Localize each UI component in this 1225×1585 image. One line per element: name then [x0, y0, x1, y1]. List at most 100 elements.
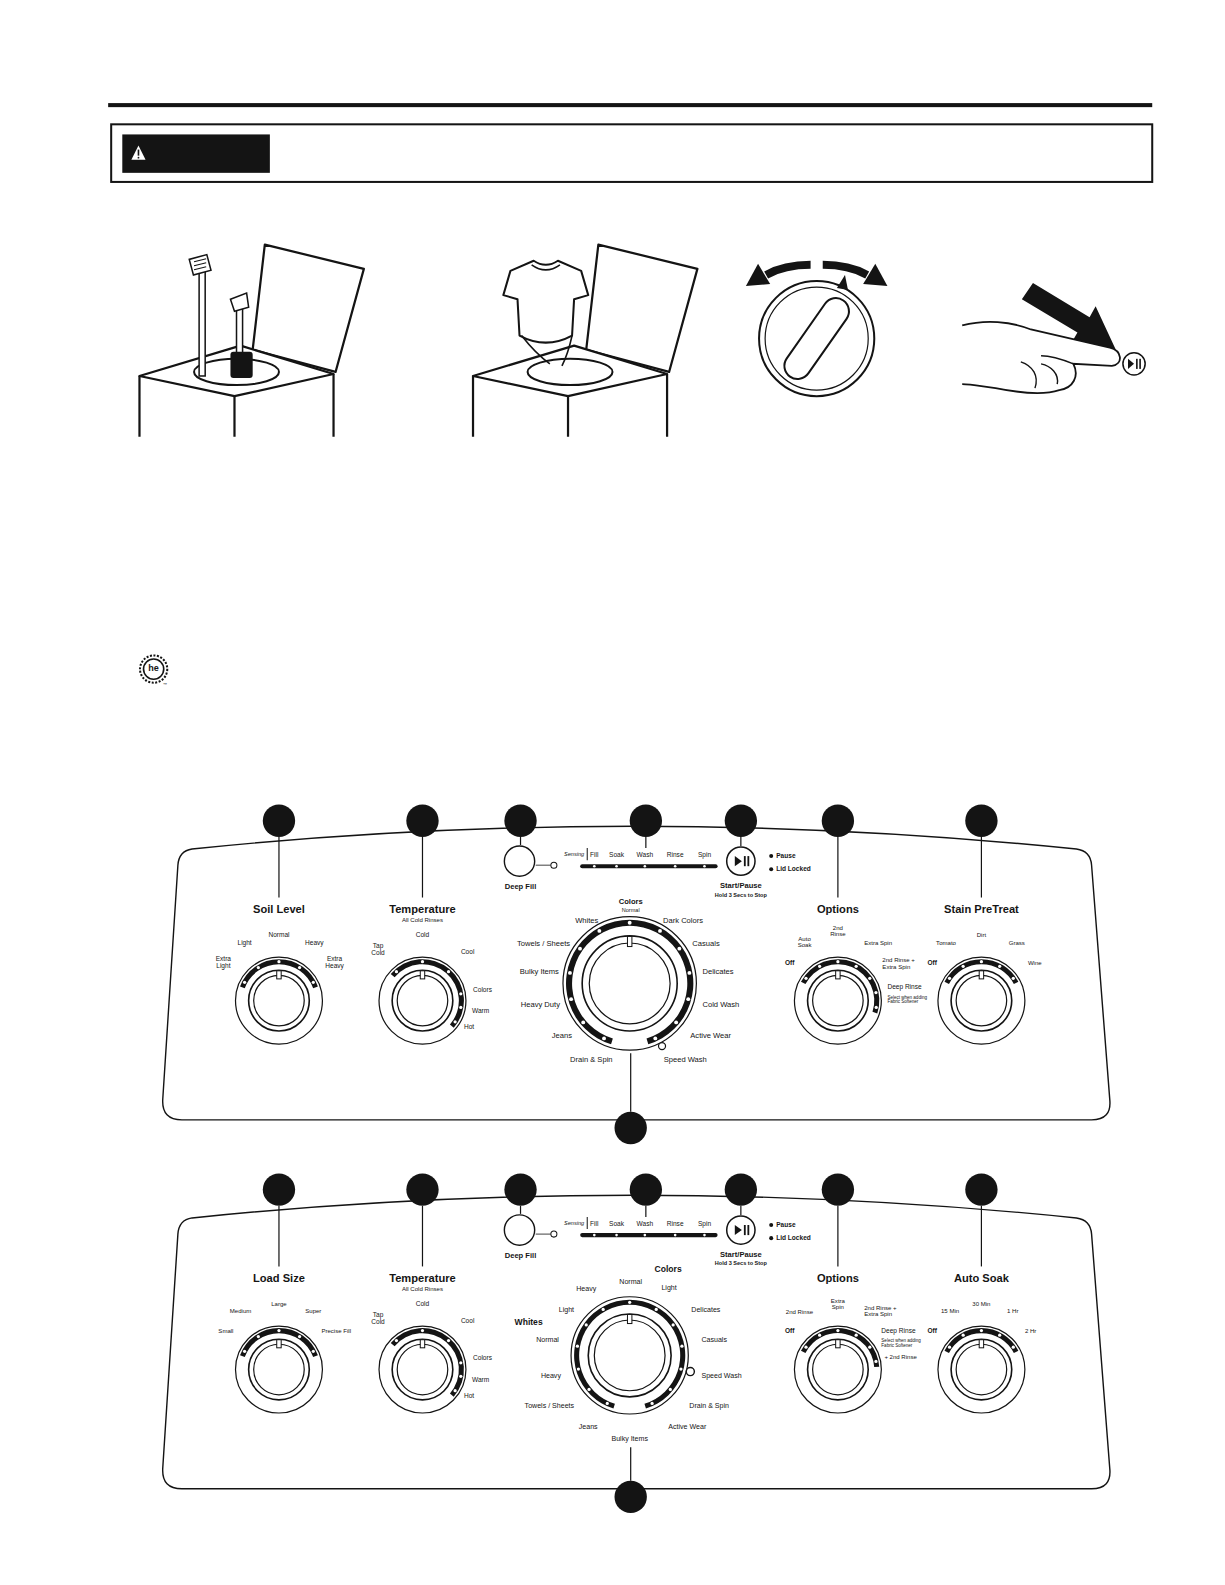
panel-label: Select when adding Fabric Softener	[881, 1340, 932, 1350]
line-art	[855, 1334, 858, 1337]
line-art	[189, 255, 211, 275]
panel-label: Precise Fill	[321, 1328, 351, 1334]
line-art	[576, 1345, 579, 1348]
panel-label: Speed Wash	[701, 1372, 741, 1379]
panel-label: Dark Colors	[663, 917, 703, 925]
callout-dot	[630, 805, 662, 837]
line-art	[813, 1344, 864, 1395]
line-art	[254, 1344, 305, 1395]
line-art	[765, 287, 868, 390]
line-art	[687, 971, 691, 975]
line-art	[454, 1389, 457, 1392]
leader-line	[981, 837, 982, 898]
line-art	[577, 1368, 580, 1371]
control-knob	[938, 1326, 1025, 1413]
line-art	[951, 1339, 1012, 1400]
line-art	[868, 977, 871, 980]
line-art	[769, 1236, 773, 1240]
control-knob	[563, 917, 696, 1050]
panel-label: 1 Hr	[1007, 1308, 1018, 1314]
line-art	[587, 1388, 590, 1391]
line-art	[582, 936, 677, 1031]
line-art	[379, 957, 466, 1044]
line-art	[230, 352, 252, 378]
line-art	[253, 245, 364, 372]
status-bar	[582, 1233, 715, 1237]
line-art	[628, 1301, 631, 1304]
line-art	[1128, 359, 1134, 369]
panel-label: Light	[237, 940, 251, 947]
line-art	[868, 1346, 871, 1349]
panel-label: Grass	[1009, 940, 1025, 946]
line-art	[769, 854, 773, 858]
line-art	[459, 992, 462, 995]
line-art	[566, 920, 693, 1045]
line-art	[813, 975, 864, 1026]
panel-label: Heavy	[305, 940, 324, 947]
line-art	[680, 1345, 683, 1348]
panel-label: Colors	[473, 1355, 492, 1362]
panel-label: Start/Pause	[720, 1251, 762, 1259]
panel-label: Large	[271, 1301, 286, 1307]
panel-label: 15 Min	[941, 1308, 959, 1314]
panel-label: Towels / Sheets	[517, 940, 570, 948]
line-art	[257, 966, 260, 969]
line-art	[855, 965, 858, 968]
panel-label: Cold Wash	[702, 1001, 739, 1009]
line-art	[998, 965, 1001, 968]
panel-label: Colors	[654, 1266, 681, 1275]
line-art	[948, 1346, 951, 1349]
panel-label: Spin	[698, 852, 711, 859]
line-art	[759, 281, 874, 396]
panel-label: Delicates	[702, 968, 733, 976]
line-art	[138, 150, 140, 156]
line-art	[395, 970, 398, 973]
line-art	[818, 1334, 821, 1337]
control-knob	[379, 957, 466, 1044]
panel-label: Rinse	[667, 852, 684, 859]
panel-label: Wash	[637, 1221, 654, 1228]
panel-label: Casuals	[692, 940, 719, 948]
panel-label: Extra Light	[211, 956, 235, 970]
line-art	[779, 293, 854, 384]
status-bar	[582, 864, 715, 868]
line-art	[594, 1320, 665, 1391]
callout-dot	[822, 1173, 854, 1205]
callout-dot	[615, 1481, 647, 1513]
line-art	[874, 991, 877, 994]
panel-label: All Cold Rinses	[402, 1285, 443, 1291]
panel-label: Fill	[590, 852, 598, 859]
panel-label: Casuals	[701, 1337, 727, 1344]
panel-label: Soak	[609, 1221, 624, 1228]
line-art	[277, 960, 280, 963]
line-art	[108, 103, 1152, 107]
line-art	[794, 957, 881, 1044]
line-art	[644, 865, 647, 868]
line-art	[243, 981, 246, 984]
panel-label: Active Wear	[668, 1423, 706, 1430]
leader-line	[422, 1206, 423, 1267]
control-heading: Stain PreTreat	[944, 904, 1019, 916]
callout-dot	[504, 805, 536, 837]
line-art	[1012, 1346, 1015, 1349]
panel-label: Cold	[416, 931, 429, 938]
line-art	[459, 1361, 462, 1364]
panel-label: Wine	[1028, 960, 1042, 966]
line-art	[585, 1323, 588, 1326]
line-art	[528, 359, 613, 385]
line-art	[420, 971, 424, 979]
leader-line	[630, 1447, 631, 1480]
callout-dot	[406, 805, 438, 837]
line-art	[766, 265, 810, 275]
panel-label: Cool	[461, 949, 474, 956]
line-art	[581, 1020, 585, 1024]
panel-label: Cool	[461, 1318, 474, 1325]
line-art	[686, 997, 690, 1001]
panel-label: Select when adding Fabric Softener	[887, 996, 938, 1006]
line-art	[956, 975, 1007, 1026]
panel-label: Jeans	[552, 1032, 572, 1040]
leader-line	[645, 837, 646, 848]
line-art	[568, 971, 572, 975]
button	[727, 847, 755, 875]
leader-line	[837, 1206, 838, 1267]
